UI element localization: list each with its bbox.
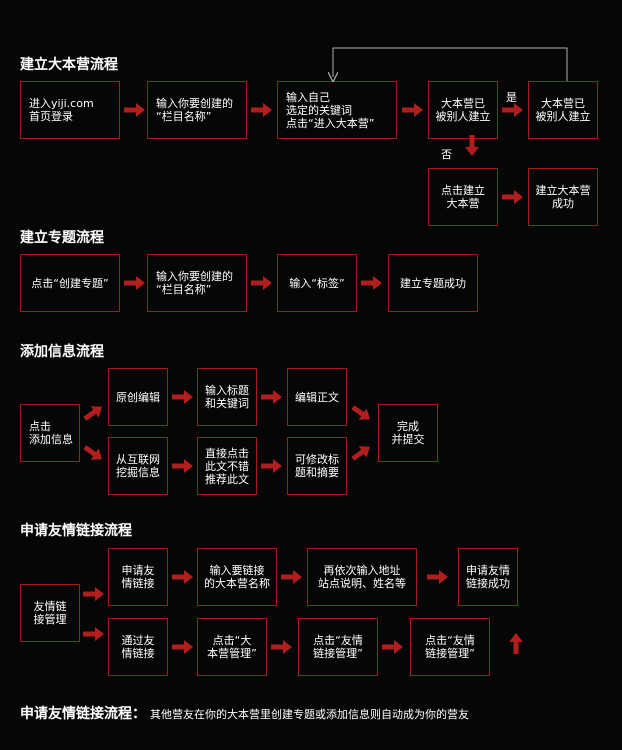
flow-step-camp-created: 建立大本营 成功 [528, 168, 598, 226]
flow-step-submit: 完成 并提交 [378, 404, 438, 462]
footer-text: 其他营友在你的大本营里创建专题或添加信息则自动成为你的营友 [150, 708, 469, 721]
arrow-s1-4 [502, 190, 523, 204]
flow-step-enter-keywords: 输入自己 选定的关键词 点击“进入大本营” [277, 81, 397, 139]
flow-step-camp-exists-check: 大本营已 被别人建立 [428, 81, 498, 139]
arrow-s3-join-bottom [351, 446, 371, 461]
arrow-s1-3 [402, 103, 423, 117]
arrow-s4-t3 [427, 570, 448, 584]
flow-step-apply-link: 申请友 情链接 [108, 548, 168, 606]
arrow-s4-t2 [281, 570, 302, 584]
arrow-s3-t2 [261, 390, 282, 404]
arrow-s4-b2 [271, 640, 292, 654]
arrow-s3-down [83, 445, 103, 460]
arrow-s1-2 [251, 103, 272, 117]
flow-step-click-create-camp: 点击建立 大本营 [428, 168, 498, 226]
flow-step-original-edit: 原创编辑 [108, 368, 168, 426]
flow-step-topic-created: 建立专题成功 [388, 254, 478, 312]
flow-step-link-management-1: 点击“友情 链接管理” [298, 618, 378, 676]
flow-step-camp-management: 点击“大 本营管理” [197, 618, 267, 676]
section-title-friend-link: 申请友情链接流程 [20, 523, 132, 539]
flow-step-click-add-info: 点击 添加信息 [20, 404, 80, 462]
footer-note: 申请友情链接流程： 其他营友在你的大本营里创建专题或添加信息则自动成为你的营友 [20, 703, 469, 723]
flow-step-edit-body: 编辑正文 [287, 368, 347, 426]
arrow-s3-b1 [172, 459, 193, 473]
flow-step-title-keywords: 输入标题 和关键词 [197, 368, 257, 426]
arrow-s3-up [83, 406, 103, 421]
arrow-s2-2 [251, 276, 272, 290]
no-label: 否 [441, 148, 452, 161]
loop-connector [333, 47, 568, 81]
arrow-s2-1 [124, 276, 145, 290]
flow-step-mine-web: 从互联网 挖掘信息 [108, 437, 168, 495]
flow-step-link-management-2: 点击“友情 链接管理” [410, 618, 490, 676]
arrow-s3-join-top [351, 405, 371, 420]
flow-step-enter-tags: 输入“标签” [277, 254, 357, 312]
flow-step-topic-column-name: 输入你要创建的 “栏目名称” [147, 254, 247, 312]
arrow-s1-no [465, 135, 479, 156]
arrow-s4-up [83, 587, 104, 601]
flow-step-click-create-topic: 点击“创建专题” [20, 254, 120, 312]
arrow-s1-1 [124, 103, 145, 117]
yes-label: 是 [506, 91, 517, 104]
flow-step-login: 进入yiji.com 首页登录 [20, 81, 120, 139]
flow-step-enter-column-name: 输入你要创建的 “栏目名称” [147, 81, 247, 139]
arrow-s3-t1 [172, 390, 193, 404]
section-title-add-info: 添加信息流程 [20, 344, 104, 360]
arrow-s4-b3 [382, 640, 403, 654]
arrow-s1-yes [502, 103, 523, 117]
flow-step-approve-link: 通过友 情链接 [108, 618, 168, 676]
flow-step-recommend: 直接点击 此文不错 推荐此文 [197, 437, 257, 495]
footer-title: 申请友情链接流程： [20, 706, 146, 722]
arrow-s4-b1 [172, 640, 193, 654]
flow-step-enter-camp-name: 输入要链接 的大本营名称 [197, 548, 277, 606]
section-title-build-camp: 建立大本营流程 [20, 57, 118, 73]
arrow-s4-down [83, 627, 104, 641]
flow-step-link-management: 友情链 接管理 [20, 584, 80, 642]
flow-step-enter-address: 再依次输入地址 站点说明、姓名等 [307, 548, 417, 606]
arrow-s4-t1 [172, 570, 193, 584]
flow-step-link-applied: 申请友情 链接成功 [458, 548, 518, 606]
arrow-s2-3 [361, 276, 382, 290]
section-title-build-topic: 建立专题流程 [20, 230, 104, 246]
flow-step-modify-summary: 可修改标 题和摘要 [287, 437, 347, 495]
flow-step-camp-exists-result: 大本营已 被别人建立 [528, 81, 598, 139]
arrow-s4-up-final [509, 633, 523, 654]
arrow-s3-b2 [261, 459, 282, 473]
